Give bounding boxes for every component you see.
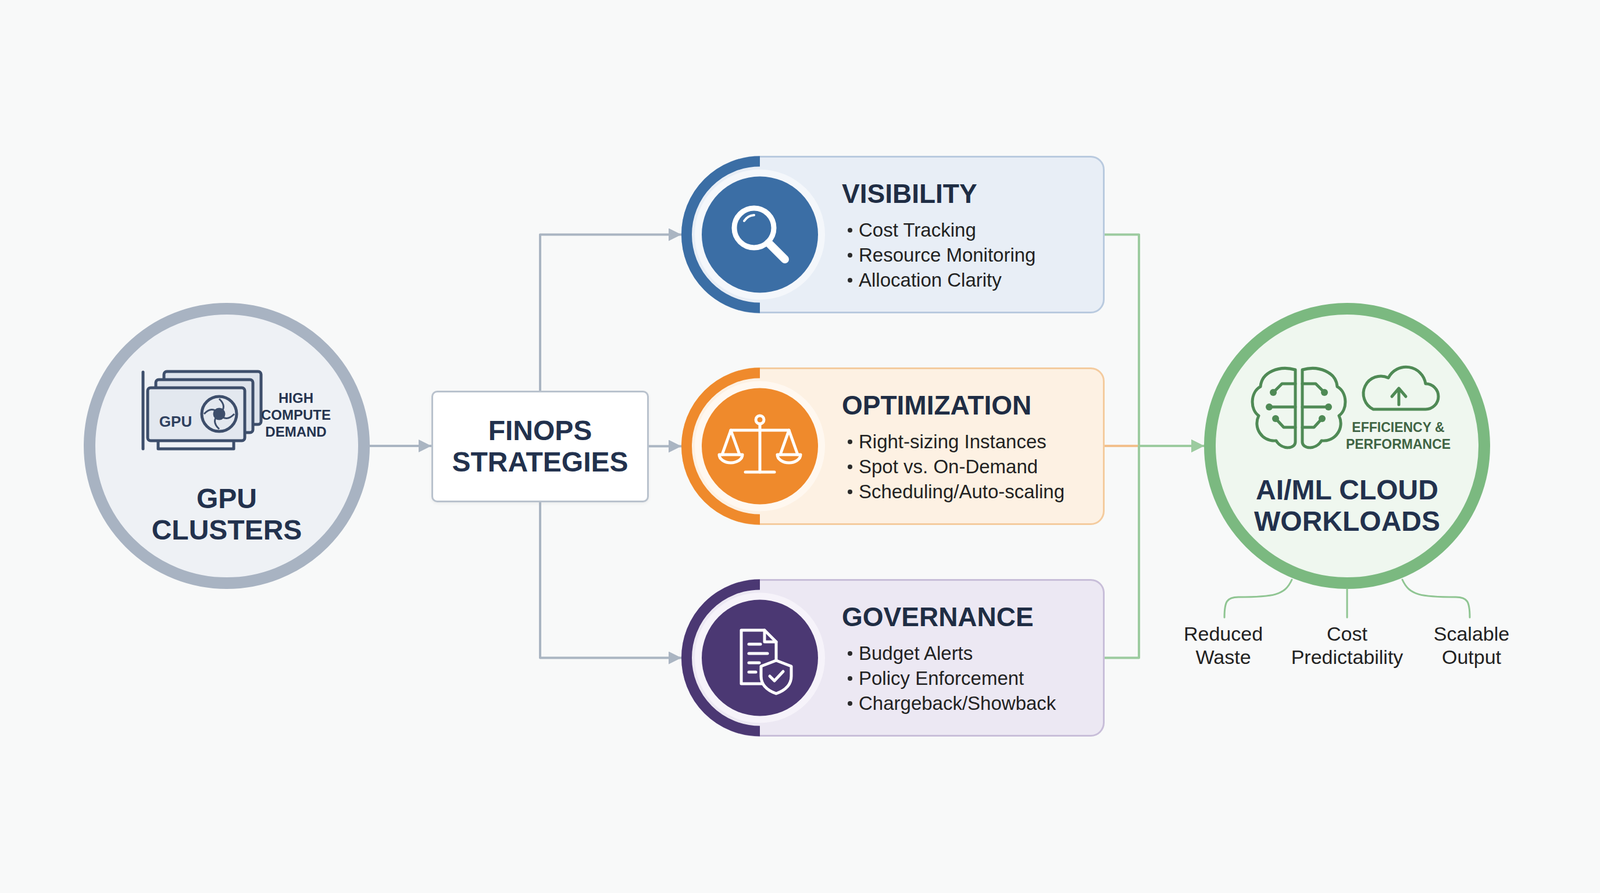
bullet-text: Spot vs. On-Demand [858, 454, 1038, 480]
circle-note: EFFICIENCY & PERFORMANCE [1331, 419, 1466, 453]
flow-connector [369, 444, 432, 448]
bullet-text: Allocation Clarity [858, 267, 1002, 293]
bullet-text: Resource Monitoring [858, 242, 1036, 268]
outcome-label: Reduced Waste [1173, 622, 1273, 669]
source-circle: GPU HIGH COMPUTE DEMAND GPU CLUSTERS [83, 302, 370, 589]
bullet-dot [847, 651, 853, 656]
bullet-dot [847, 227, 853, 233]
flow-connector [648, 445, 682, 448]
box-title: VISIBILITY [841, 178, 1036, 210]
bullet-text: Chargeback/Showback [858, 690, 1056, 716]
bullet-dot [847, 277, 853, 283]
bullet-item: Scheduling/Auto-scaling [841, 479, 1065, 505]
flow-connector [540, 502, 682, 659]
bullet-item: Spot vs. On-Demand [841, 454, 1065, 480]
bullet-text: Right-sizing Instances [858, 429, 1047, 455]
outcome-label: Cost Predictability [1274, 622, 1420, 669]
bullet-text: Scheduling/Auto-scaling [858, 479, 1065, 505]
bullet-dot [847, 489, 853, 495]
bullet-item: Policy Enforcement [841, 665, 1056, 691]
text-column: GOVERNANCE Budget AlertsPolicy Enforcemen… [841, 601, 1056, 716]
text-column: VISIBILITY Cost TrackingResource Monitori… [841, 178, 1036, 293]
process-box: FINOPS STRATEGIES [431, 390, 649, 503]
flow-connector [1104, 234, 1205, 447]
bullet-text: Policy Enforcement [858, 665, 1024, 691]
bullet-text: Cost Tracking [858, 217, 977, 243]
bullet-dot [847, 464, 853, 470]
strategy-box: VISIBILITY Cost TrackingResource Monitori… [681, 155, 1105, 314]
bullet-item: Chargeback/Showback [841, 690, 1056, 716]
bullet-text: Budget Alerts [858, 640, 973, 666]
bullet-item: Resource Monitoring [841, 242, 1036, 268]
bullet-dot [847, 676, 853, 681]
chip-label: GPU [140, 412, 211, 431]
bullet-item: Cost Tracking [841, 217, 1036, 243]
box-title: FINOPS STRATEGIES [441, 415, 639, 478]
outcome-label: Scalable Output [1419, 622, 1524, 669]
circle-title: AI/ML CLOUD WORKLOADS [1219, 474, 1475, 538]
bullet-dot [847, 439, 853, 445]
strategy-box: OPTIMIZATION Right-sizing InstancesSpot v… [681, 367, 1105, 525]
circle-title: GPU CLUSTERS [139, 483, 314, 546]
bullet-dot [847, 252, 853, 258]
flow-connector [1104, 444, 1205, 448]
circle-note: HIGH COMPUTE DEMAND [255, 390, 337, 441]
bullet-item: Right-sizing Instances [841, 429, 1065, 455]
strategy-box: GOVERNANCE Budget AlertsPolicy Enforcemen… [681, 579, 1105, 737]
target-circle: EFFICIENCY & PERFORMANCE AI/ML CLOUD WORK… [1204, 302, 1491, 589]
box-title: GOVERNANCE [841, 601, 1056, 633]
bullet-item: Budget Alerts [841, 640, 1056, 666]
text-column: OPTIMIZATION Right-sizing InstancesSpot v… [841, 390, 1065, 505]
bullet-item: Allocation Clarity [841, 267, 1036, 293]
flow-connector [540, 234, 682, 392]
bullet-dot [847, 701, 853, 706]
box-title: OPTIMIZATION [841, 390, 1065, 421]
